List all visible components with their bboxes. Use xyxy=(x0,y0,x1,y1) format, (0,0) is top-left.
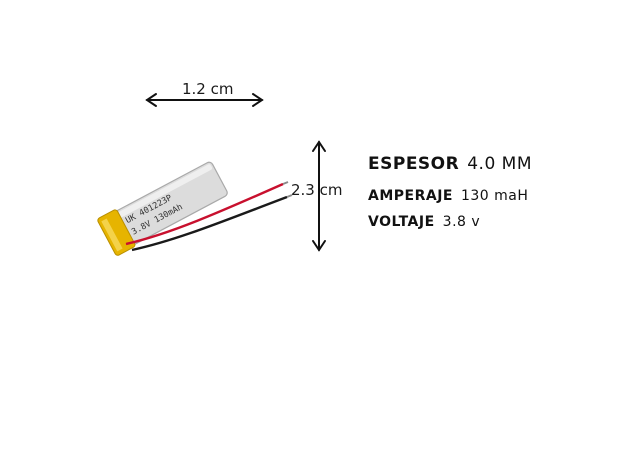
red-wire xyxy=(125,182,284,246)
spec-capacity: AMPERAJE 130 maH xyxy=(368,188,528,204)
height-dimension-label: 2.3 cm xyxy=(291,181,343,199)
lipo-battery: UK 401223P 3.8V 130mAh xyxy=(97,161,228,256)
spec-voltage-value: 3.8 v xyxy=(442,214,481,230)
height-arrow-icon xyxy=(312,140,326,252)
spec-voltage: VOLTAJE 3.8 v xyxy=(368,214,480,230)
red-wire-tip xyxy=(282,181,289,185)
black-wire-tip xyxy=(286,194,293,198)
battery-highlight xyxy=(109,164,213,222)
spec-capacity-value: 130 maH xyxy=(460,188,529,204)
spec-thickness-value: 4.0 MM xyxy=(467,154,532,174)
spec-voltage-label: VOLTAJE xyxy=(368,214,435,230)
width-dimension-label: 1.2 cm xyxy=(182,80,234,98)
spec-thickness-label: ESPESOR xyxy=(368,154,460,174)
battery-tab-highlight xyxy=(101,218,123,252)
spec-capacity-label: AMPERAJE xyxy=(368,188,453,204)
width-arrow-icon xyxy=(145,93,264,107)
spec-thickness: ESPESOR 4.0 MM xyxy=(368,154,532,174)
black-wire xyxy=(131,195,288,252)
